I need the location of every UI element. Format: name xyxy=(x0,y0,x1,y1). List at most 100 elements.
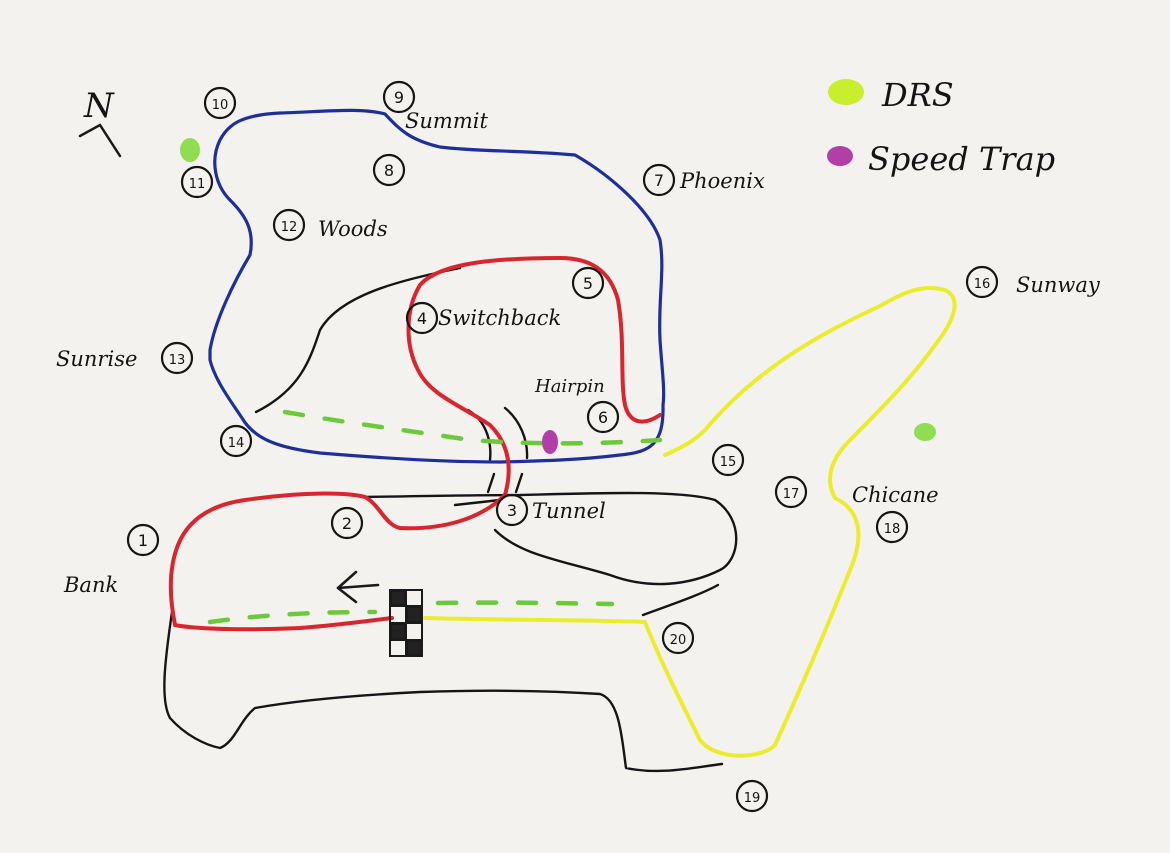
compass-north-label: N xyxy=(83,86,115,126)
corner-number: 14 xyxy=(228,436,245,451)
corner-number: 2 xyxy=(342,514,352,533)
corner-19: 19 xyxy=(735,779,769,813)
corner-circle xyxy=(405,301,439,335)
corner-circle xyxy=(875,510,909,544)
corner-number: 7 xyxy=(654,171,664,190)
sector-yellow-path xyxy=(423,285,957,758)
corner-number: 6 xyxy=(598,408,608,427)
corner-name: Phoenix xyxy=(679,169,765,193)
legend-drs-label: DRS xyxy=(881,76,954,114)
corner-circle xyxy=(774,475,808,509)
outline-tunnel-marks xyxy=(486,472,524,494)
corner-name: Sunrise xyxy=(56,347,137,371)
corner-13: 13 Sunrise xyxy=(56,341,194,375)
corner-name: Summit xyxy=(405,109,488,133)
drs-zone-back-straight xyxy=(282,409,663,446)
corner-circle xyxy=(495,493,529,527)
direction-arrow-icon xyxy=(336,570,380,604)
corner-5: 5 xyxy=(571,266,605,300)
outline-inner-loop xyxy=(254,266,462,414)
corner-17: 17 xyxy=(774,475,808,509)
corner-20: 20 xyxy=(661,621,695,655)
corner-number: 19 xyxy=(744,791,761,806)
legend-speed-trap-label: Speed Trap xyxy=(868,140,1055,178)
drs-zone-pit-straight xyxy=(435,600,615,607)
corner-circle xyxy=(586,400,620,434)
corner-4: 4 Switchback xyxy=(405,301,561,335)
outline-tunnel-arc-right xyxy=(503,406,529,460)
corner-circle xyxy=(965,265,999,299)
corner-name: Hairpin xyxy=(534,376,605,397)
corner-name: Sunway xyxy=(1016,273,1101,297)
outline-south-loop xyxy=(163,610,724,773)
outline-pit-return xyxy=(641,583,720,617)
corner-number: 11 xyxy=(189,177,206,192)
corner-circle xyxy=(735,779,769,813)
corner-circle xyxy=(642,163,676,197)
corner-number: 13 xyxy=(169,353,186,368)
legend: DRS Speed Trap xyxy=(827,76,1055,178)
corner-number: 20 xyxy=(670,633,687,648)
corner-8: 8 xyxy=(372,153,406,187)
compass: N xyxy=(78,86,122,158)
outline-underpass xyxy=(453,498,502,507)
corner-circle xyxy=(711,443,745,477)
corner-3: 3 Tunnel xyxy=(495,493,606,527)
corner-circle xyxy=(330,506,364,540)
drs-activation-point-icon xyxy=(914,423,936,441)
drs-zone-main-straight xyxy=(207,609,378,625)
corner-name: Switchback xyxy=(438,306,561,330)
outline-tunnel-section xyxy=(363,491,738,586)
corner-7: 7 Phoenix xyxy=(642,163,765,197)
corner-circle xyxy=(382,80,416,114)
corner-number: 10 xyxy=(212,98,229,113)
sector-blue-path xyxy=(208,108,666,464)
corner-circle xyxy=(219,424,253,458)
corner-6: 6 Hairpin xyxy=(534,376,620,434)
compass-arrow-icon xyxy=(78,123,122,158)
corner-circle xyxy=(272,208,306,242)
corner-14: 14 xyxy=(219,424,253,458)
corner-12: 12 Woods xyxy=(272,208,388,242)
corner-circle xyxy=(571,266,605,300)
corner-name: Tunnel xyxy=(532,499,606,523)
drs-activation-point-icon xyxy=(180,138,200,162)
corner-11: 11 xyxy=(180,165,214,199)
corner-number: 8 xyxy=(384,161,394,180)
corner-10: 10 xyxy=(203,86,237,120)
corner-circle xyxy=(372,153,406,187)
start-finish-flag-icon xyxy=(389,589,423,657)
corner-number: 9 xyxy=(394,88,404,107)
corner-number: 17 xyxy=(783,487,800,502)
sector-red-path xyxy=(168,256,662,632)
corner-number: 4 xyxy=(417,309,427,328)
corner-16: 16 Sunway xyxy=(965,265,1101,299)
corner-number: 1 xyxy=(138,531,148,550)
corner-circle xyxy=(160,341,194,375)
corner-number: 16 xyxy=(974,277,991,292)
corner-number: 12 xyxy=(281,220,298,235)
track-outline xyxy=(163,266,738,773)
corner-number: 18 xyxy=(884,522,901,537)
corner-circle xyxy=(661,621,695,655)
corner-circle xyxy=(126,523,160,557)
corner-circle xyxy=(180,165,214,199)
corner-15: 15 xyxy=(711,443,745,477)
corner-2: 2 xyxy=(330,506,364,540)
corner-number: 15 xyxy=(720,455,737,470)
corner-name: Bank xyxy=(63,573,118,597)
corner-name: Woods xyxy=(318,217,388,241)
legend-speed-trap-swatch xyxy=(827,146,853,166)
speed-trap-marker-icon xyxy=(542,430,558,454)
corner-number: 3 xyxy=(507,501,517,520)
corner-number: 5 xyxy=(583,274,593,293)
legend-drs-swatch xyxy=(828,79,864,105)
drs-zones xyxy=(207,409,663,625)
corner-circle xyxy=(203,86,237,120)
